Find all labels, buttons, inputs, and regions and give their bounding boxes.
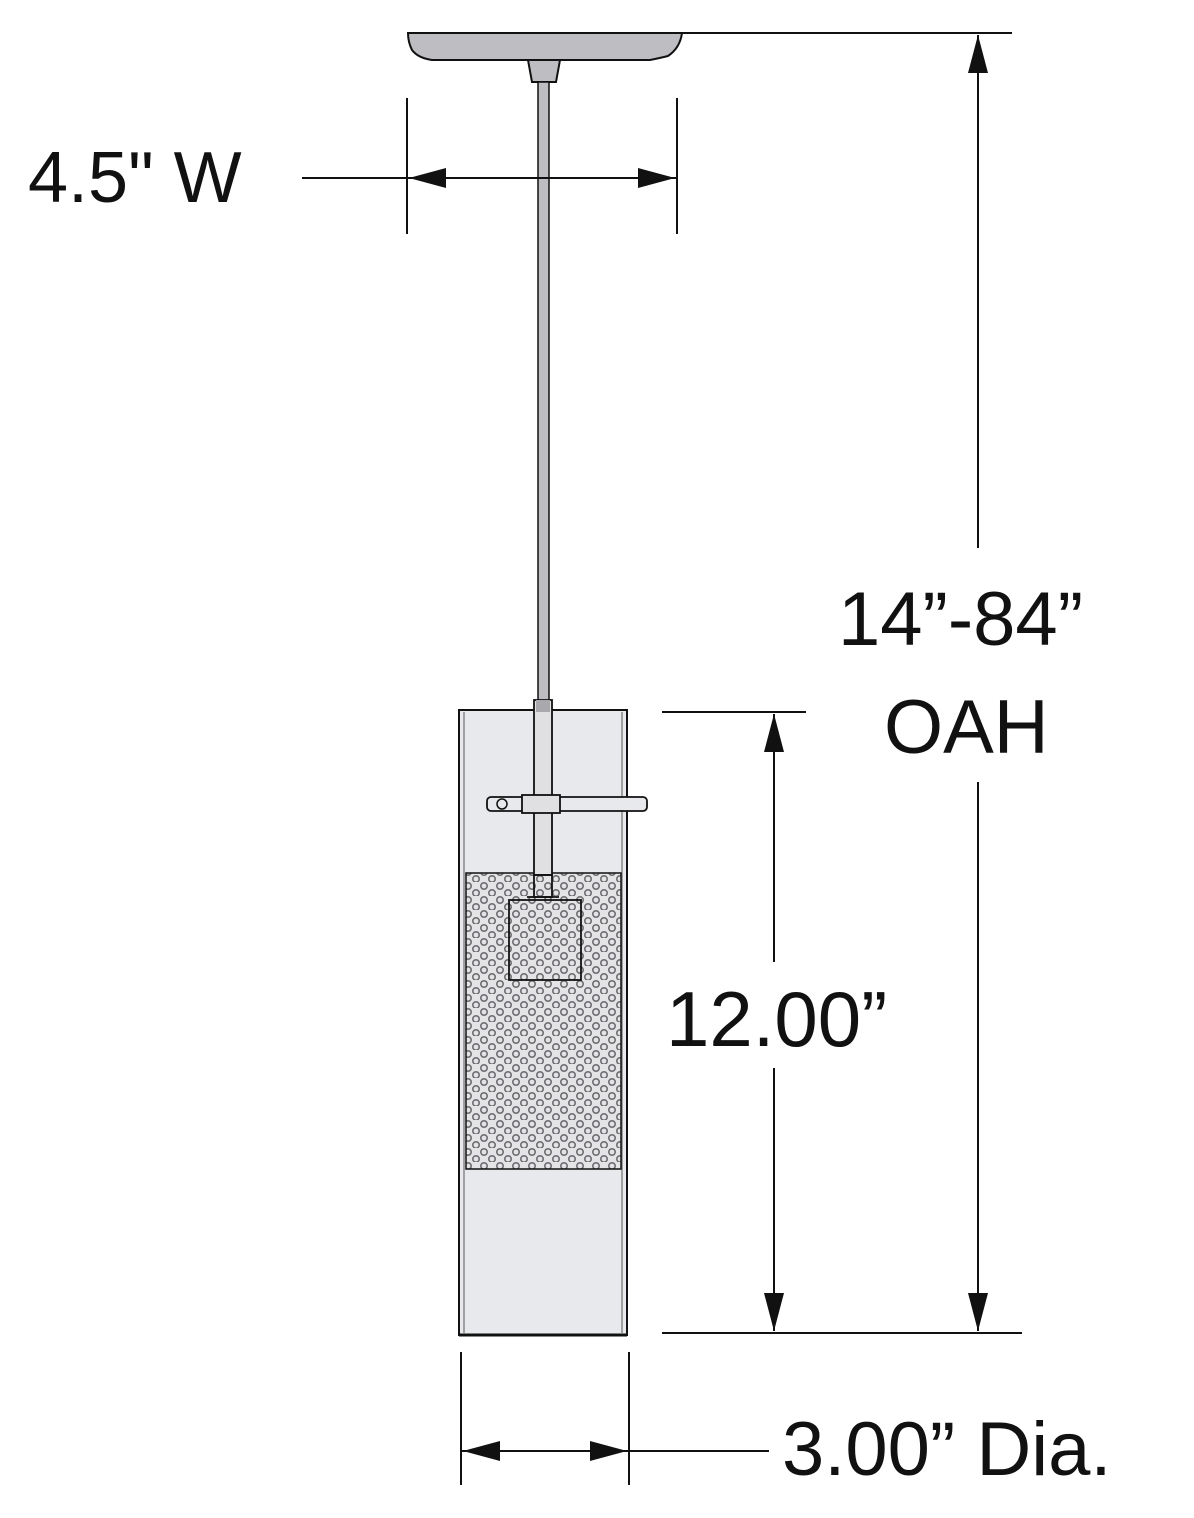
shade-diameter-dimension [460,1352,769,1485]
shade-crossbar [486,699,648,876]
shade-diameter-label: 3.00” Dia. [782,1407,1112,1492]
canopy-width-dimension [302,98,678,234]
perforated-mesh-band [465,872,622,1170]
lamp-socket [508,874,582,981]
overall-height-dimension [968,35,988,1331]
cylindrical-glass-shade [458,709,628,1337]
canopy-width-label: 4.5" W [28,138,242,218]
overall-height-label: 14”-84” [838,577,1083,662]
overall-height-oah-label: OAH [884,685,1049,770]
shade-height-label: 12.00” [666,975,888,1063]
ceiling-canopy [406,32,684,83]
shade-height-dimension [662,711,1022,1334]
suspension-rod [537,81,550,703]
